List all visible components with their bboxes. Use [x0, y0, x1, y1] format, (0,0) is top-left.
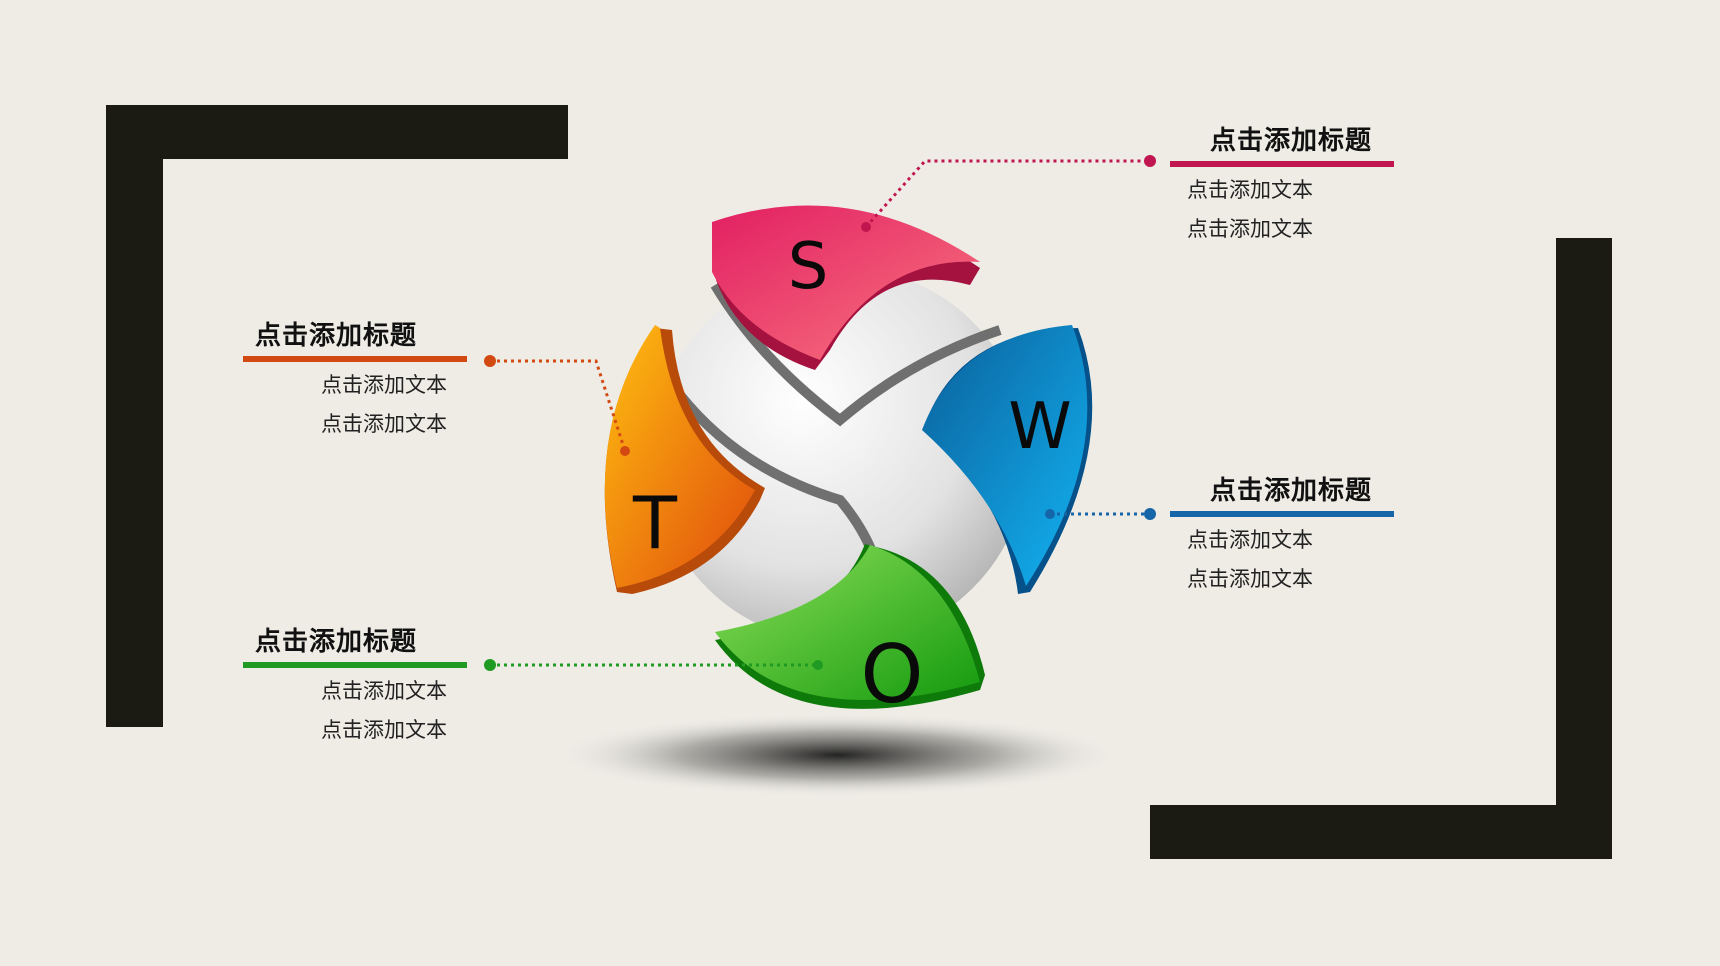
- o-text-line2[interactable]: 点击添加文本: [321, 718, 447, 742]
- w-title[interactable]: 点击添加标题: [1210, 476, 1373, 506]
- segment-o: [715, 544, 985, 709]
- leader-dot-o-start: [484, 659, 496, 671]
- letter-o: O: [861, 628, 924, 721]
- t-underline: [243, 356, 467, 362]
- segment-t: [604, 325, 765, 594]
- leader-dot-s-end: [1144, 155, 1156, 167]
- w-text-line2[interactable]: 点击添加文本: [1187, 567, 1313, 591]
- s-underline: [1170, 161, 1394, 167]
- leader-dot-o-end: [813, 660, 823, 670]
- t-title[interactable]: 点击添加标题: [255, 321, 418, 351]
- leader-line-s: [864, 159, 1150, 228]
- ball-groove-top: [710, 282, 1002, 427]
- leader-dot-w-start: [1045, 509, 1055, 519]
- leader-line-t: [490, 359, 627, 452]
- frame-top-left-horizontal: [106, 105, 568, 159]
- t-text-line1[interactable]: 点击添加文本: [321, 373, 447, 397]
- frame-bottom-right-horizontal: [1150, 805, 1612, 859]
- o-text-line1[interactable]: 点击添加文本: [321, 679, 447, 703]
- letter-t: T: [632, 481, 678, 565]
- o-title[interactable]: 点击添加标题: [255, 627, 418, 657]
- leader-dot-t-end: [620, 446, 630, 456]
- ball-shadow: [553, 713, 1123, 797]
- letter-w: W: [1008, 390, 1071, 464]
- letter-s: S: [788, 230, 829, 304]
- s-text-line1[interactable]: 点击添加文本: [1187, 178, 1313, 202]
- s-title[interactable]: 点击添加标题: [1210, 126, 1373, 156]
- t-text-line2[interactable]: 点击添加文本: [321, 412, 447, 436]
- segment-w: [922, 325, 1093, 594]
- leader-dot-s-start: [861, 222, 871, 232]
- s-text-line2[interactable]: 点击添加文本: [1187, 217, 1313, 241]
- frame-bottom-right-vertical: [1556, 238, 1612, 859]
- leader-dot-w-end: [1144, 508, 1156, 520]
- leader-dot-t-start: [484, 355, 496, 367]
- segment-s: [712, 205, 980, 370]
- w-text-line1[interactable]: 点击添加文本: [1187, 528, 1313, 552]
- frame-top-left-vertical: [106, 105, 163, 727]
- o-underline: [243, 662, 467, 668]
- w-underline: [1170, 511, 1394, 517]
